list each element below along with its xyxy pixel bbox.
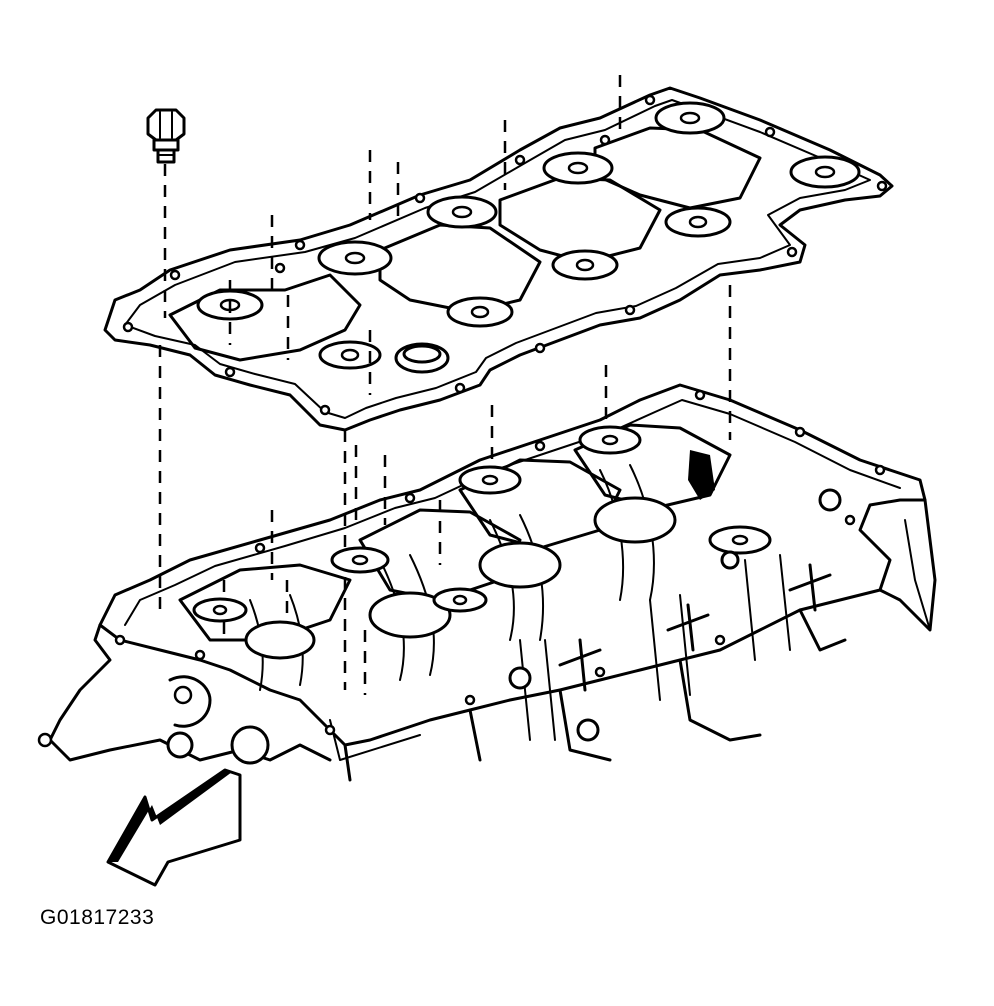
bolt-icon <box>146 108 186 318</box>
oil-pan-gasket <box>103 86 894 432</box>
figure-id-label: G01817233 <box>40 906 155 929</box>
front-direction-arrow-icon <box>106 768 242 887</box>
engine-block <box>37 383 937 782</box>
